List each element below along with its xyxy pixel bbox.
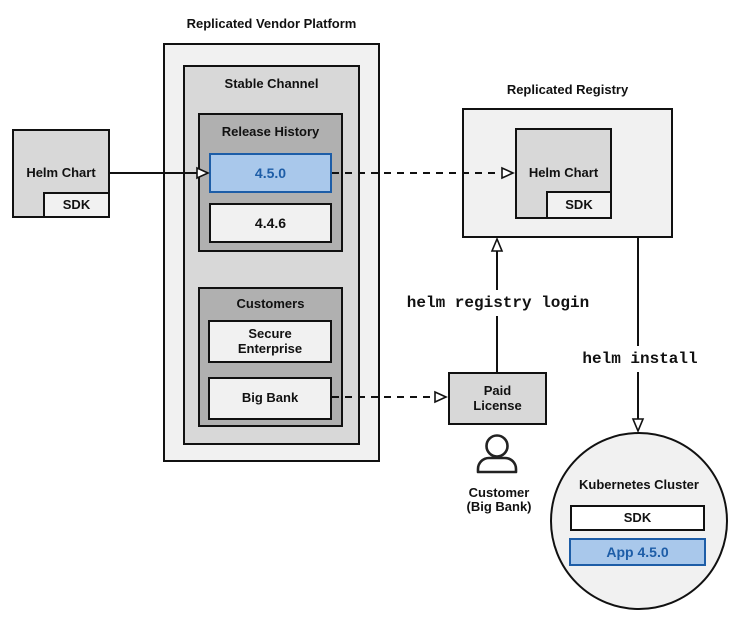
cluster-sdk-box: SDK xyxy=(570,505,705,531)
paid-license-label: Paid License xyxy=(473,382,522,413)
kubernetes-cluster-title: Kubernetes Cluster xyxy=(579,477,699,492)
arrow-registry-to-cluster xyxy=(631,238,645,434)
release-item-446: 4.4.6 xyxy=(209,203,332,243)
vendor-platform-title: Replicated Vendor Platform xyxy=(186,16,357,31)
customer-caption-line1: Customer xyxy=(468,485,530,500)
release-item-450: 4.5.0 xyxy=(209,153,332,193)
paid-license-box: Paid License xyxy=(448,372,547,425)
stable-channel-title: Stable Channel xyxy=(224,76,319,91)
cmd-helm-registry-login: helm registry login xyxy=(385,290,611,316)
registry-title: Replicated Registry xyxy=(506,82,629,97)
cluster-app-box: App 4.5.0 xyxy=(569,538,706,566)
customer-item-secure-enterprise: Secure Enterprise xyxy=(208,320,332,363)
customer-item-big-bank: Big Bank xyxy=(208,377,332,420)
customer-caption: Customer (Big Bank) xyxy=(453,486,545,514)
source-sdk-box: SDK xyxy=(43,192,110,218)
customer-caption-line2: (Big Bank) xyxy=(466,499,532,514)
customer-item-label: Secure Enterprise xyxy=(237,325,303,356)
release-history-title: Release History xyxy=(221,124,320,139)
registry-sdk-box: SDK xyxy=(546,191,612,219)
cmd-helm-install: helm install xyxy=(577,346,703,372)
customer-person-icon xyxy=(476,434,518,474)
customers-title: Customers xyxy=(236,296,305,311)
